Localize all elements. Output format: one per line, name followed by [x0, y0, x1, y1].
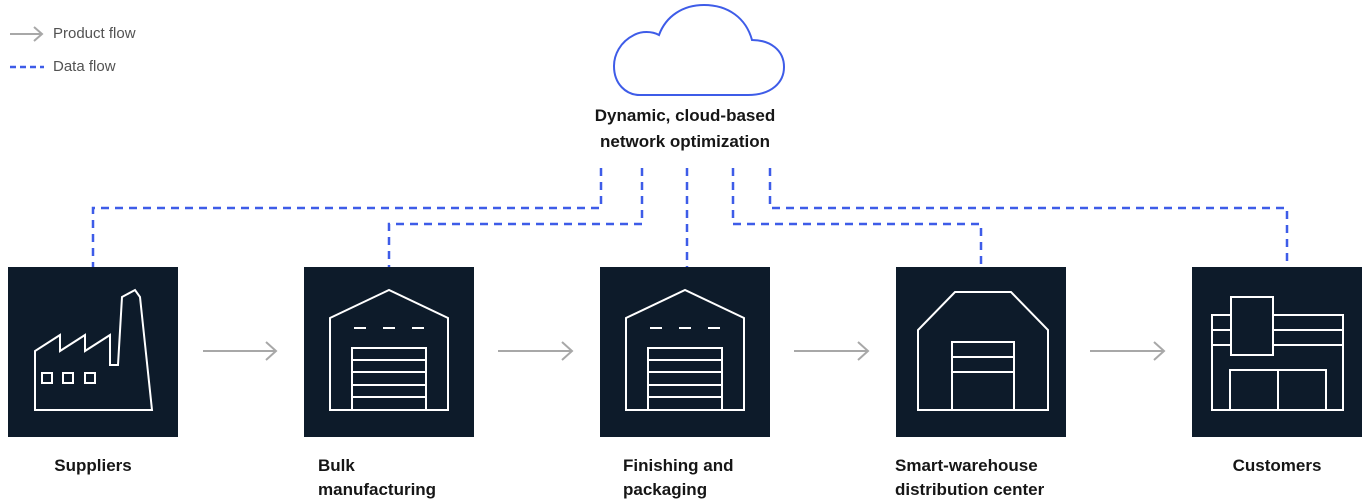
suppliers-label-text: Suppliers	[54, 456, 132, 475]
finishing-packaging-label-line1: Finishing and	[623, 456, 734, 475]
product-flow-arrow	[1090, 341, 1166, 361]
data-flow-suppliers	[91, 168, 603, 267]
factory-icon	[34, 288, 154, 411]
cloud-icon	[612, 3, 786, 96]
cloud-label-line1: Dynamic, cloud-based	[594, 106, 776, 125]
data-flow-lines	[91, 168, 1289, 267]
bulk-manufacturing-label-line1: Bulk	[318, 456, 355, 475]
suppliers-tile	[8, 267, 178, 437]
data-flow-customers	[768, 168, 1289, 267]
bulk-manufacturing-label-line2: manufacturing	[318, 480, 437, 499]
smart-warehouse-tile	[896, 267, 1066, 437]
customers-label-text: Customers	[1232, 456, 1322, 475]
smart-warehouse-label-line1: Smart-warehouse	[895, 456, 1038, 475]
finishing-packaging-label: Finishing and packaging	[623, 454, 734, 502]
finishing-packaging-label-line2: packaging	[623, 480, 708, 499]
smart-warehouse-label-line2: distribution center	[895, 480, 1045, 499]
data-flow-smart-warehouse	[731, 168, 983, 267]
bulk-manufacturing-tile	[304, 267, 474, 437]
smart-warehouse-icon	[917, 291, 1049, 411]
smart-warehouse-label: Smart-warehouse distribution center	[895, 454, 1044, 502]
storefront-icon	[1211, 296, 1344, 411]
bulk-manufacturing-label: Bulk manufacturing	[318, 454, 436, 502]
product-flow-arrow	[203, 341, 278, 361]
cloud-label-line2: network optimization	[600, 132, 770, 151]
data-flow-legend-label: Data flow	[53, 58, 116, 75]
customers-tile	[1192, 267, 1362, 437]
product-flow-arrows	[203, 341, 1166, 361]
data-flow-bulk-manufacturing	[387, 168, 644, 267]
product-flow-legend-arrow	[10, 26, 44, 42]
customers-label: Customers	[1192, 454, 1362, 478]
suppliers-label: Suppliers	[8, 454, 178, 478]
warehouse-icon	[329, 288, 449, 411]
product-flow-arrow	[794, 341, 870, 361]
cloud-optimization-label: Dynamic, cloud-based network optimizatio…	[540, 103, 830, 155]
product-flow-legend-label: Product flow	[53, 25, 136, 42]
finishing-packaging-tile	[600, 267, 770, 437]
warehouse-icon	[625, 288, 745, 411]
product-flow-arrow	[498, 341, 574, 361]
